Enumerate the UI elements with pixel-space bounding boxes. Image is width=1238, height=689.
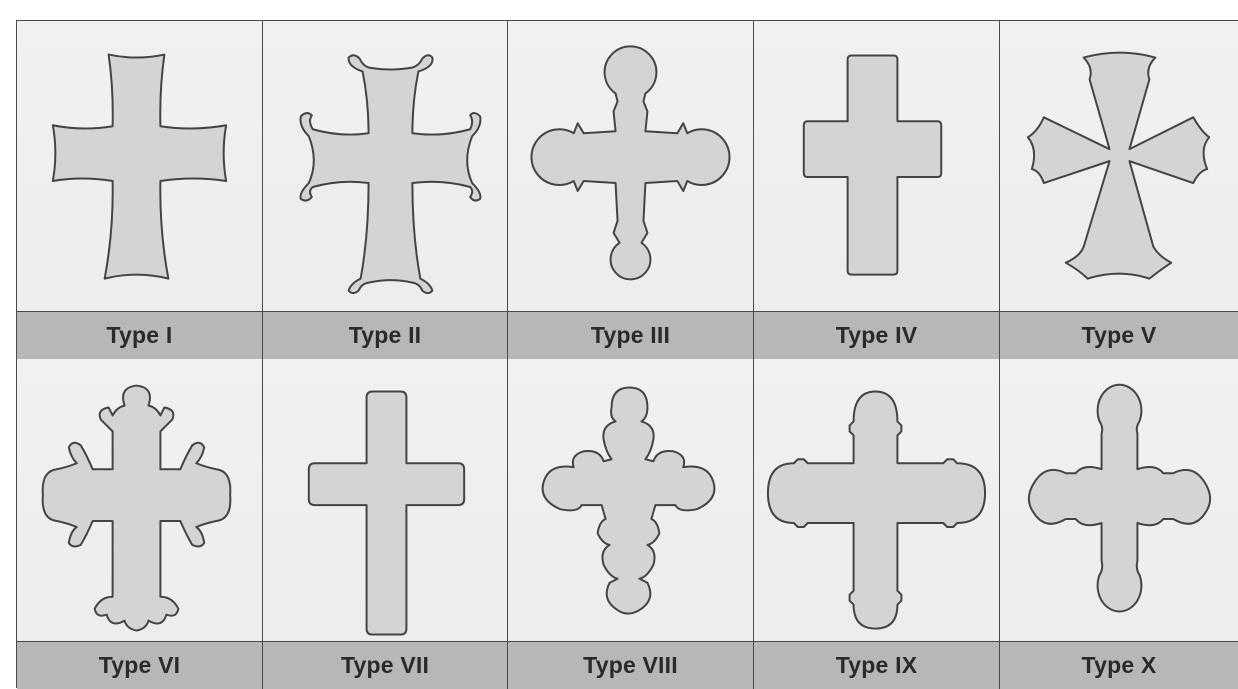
cross-label: Type VIII <box>583 652 678 679</box>
cross-label: Type V <box>1082 322 1157 349</box>
cross-cell-type-6: Type VI <box>17 359 263 689</box>
cross-label-bar: Type I <box>17 311 262 359</box>
cross-type-5-icon <box>1000 21 1238 359</box>
cross-type-6-icon <box>17 359 262 689</box>
cross-label: Type IV <box>836 322 918 349</box>
cross-label: Type VI <box>99 652 181 679</box>
cross-cell-type-8: Type VIII <box>508 359 754 689</box>
cross-label-bar: Type IV <box>754 311 999 359</box>
cross-type-1-icon <box>17 21 262 359</box>
cross-label: Type III <box>591 322 670 349</box>
cross-label-bar: Type II <box>263 311 507 359</box>
cross-label: Type VII <box>341 652 429 679</box>
cross-label-bar: Type VIII <box>508 641 753 689</box>
cross-label: Type II <box>349 322 422 349</box>
cross-label-bar: Type VII <box>263 641 507 689</box>
cross-type-3-icon <box>508 21 753 359</box>
cross-cell-type-1: Type I <box>17 21 263 359</box>
cross-type-8-icon <box>508 359 753 689</box>
cross-cell-type-4: Type IV <box>754 21 1000 359</box>
cross-label-bar: Type VI <box>17 641 262 689</box>
cross-label-bar: Type X <box>1000 641 1238 689</box>
cross-type-10-icon <box>1000 359 1238 689</box>
cross-cell-type-9: Type IX <box>754 359 1000 689</box>
cross-label-bar: Type IX <box>754 641 999 689</box>
cross-types-grid: Type I Type II Type III Ty <box>16 20 1238 688</box>
cross-cell-type-2: Type II <box>263 21 508 359</box>
cross-cell-type-10: Type X <box>1000 359 1238 689</box>
cross-cell-type-5: Type V <box>1000 21 1238 359</box>
cross-type-2-icon <box>263 21 507 359</box>
cross-type-7-icon <box>263 359 507 689</box>
cross-label: Type IX <box>836 652 918 679</box>
cross-label-bar: Type III <box>508 311 753 359</box>
cross-cell-type-7: Type VII <box>263 359 508 689</box>
cross-type-4-icon <box>754 21 999 359</box>
cross-label: Type I <box>107 322 173 349</box>
cross-label-bar: Type V <box>1000 311 1238 359</box>
cross-label: Type X <box>1082 652 1157 679</box>
cross-cell-type-3: Type III <box>508 21 754 359</box>
cross-type-9-icon <box>754 359 999 689</box>
